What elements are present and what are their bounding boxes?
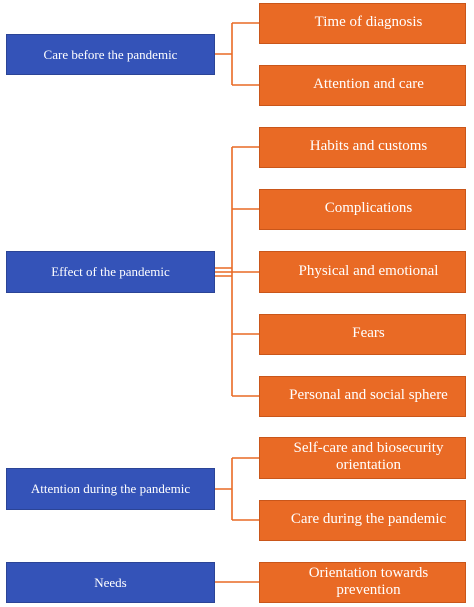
item-complications: Complications [259,189,466,230]
item-label: Physical and emotional [298,262,439,279]
category-label: Effect of the pandemic [51,264,170,279]
item-label: Time of diagnosis [314,14,423,30]
item-time-of-diagnosis: Time of diagnosis [259,3,466,44]
item-label: Complications [324,200,413,216]
item-label: Fears [352,325,385,341]
category-needs: Needs [6,562,215,603]
category-effect-of-pandemic: Effect of the pandemic [6,251,215,293]
item-label: Self-care and biosecurity orientation [293,440,444,473]
item-physical-and-emotional: Physical and emotional [259,251,466,293]
item-self-care-biosecurity: Self-care and biosecurity orientation [259,437,466,479]
item-label: Attention and care [313,76,424,92]
item-label: Care during the pandemic [290,511,447,527]
item-care-during-pandemic: Care during the pandemic [259,500,466,541]
item-label: Habits and customs [309,138,428,154]
item-label: Personal and social sphere [289,387,448,403]
category-label: Needs [94,574,127,590]
item-habits-and-customs: Habits and customs [259,127,466,168]
item-orientation-towards-prevention: Orientation towards prevention [259,562,466,603]
category-care-before-pandemic: Care before the pandemic [6,34,215,75]
category-label: Care before the pandemic [43,46,178,62]
item-personal-and-social-sphere: Personal and social sphere [259,376,466,417]
item-attention-and-care: Attention and care [259,65,466,106]
category-attention-during-pandemic: Attention during the pandemic [6,468,215,510]
item-label: Orientation towards prevention [308,564,429,598]
item-fears: Fears [259,314,466,355]
category-label: Attention during the pandemic [30,481,191,496]
